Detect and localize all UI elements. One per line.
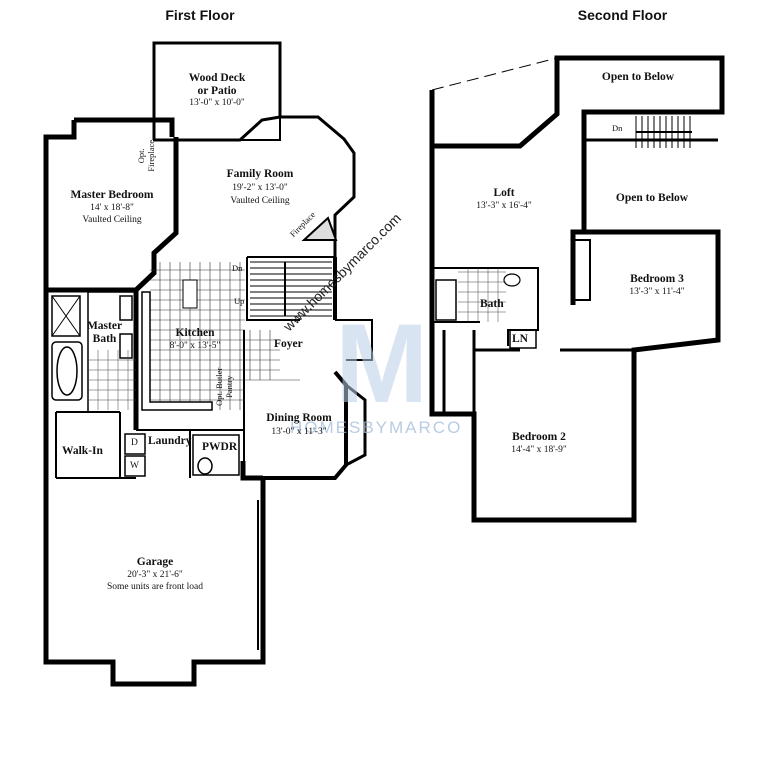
washer-label: W (130, 461, 139, 471)
bedroom2-walls (442, 330, 634, 414)
master-bath-label: Master Bath (82, 320, 127, 346)
first-floor-stairs (250, 261, 332, 317)
stairs-dn-first: Dn (232, 263, 243, 273)
wood-deck-label: Wood Deck or Patio (162, 72, 272, 98)
master-bath-fixtures (51, 291, 136, 412)
foyer-name: Foyer (274, 338, 303, 350)
second-bath-name: Bath (480, 298, 504, 310)
cooktop (182, 279, 198, 309)
family-room-name: Family Room (226, 168, 294, 180)
wood-deck-name-2: or Patio (197, 85, 237, 98)
garage-name: Garage (136, 556, 174, 568)
open-to-below-bottom (582, 112, 718, 232)
second-floor-plan (429, 55, 725, 523)
second-floor-title: Second Floor (577, 7, 668, 23)
wood-deck-name-1: Wood Deck (188, 72, 246, 84)
laundry-name: Laundry (148, 435, 192, 447)
dining-room-name: Dining Room (266, 412, 332, 424)
dining-room-dims: 13'-0" x 11'-3" (271, 427, 327, 437)
loft-name: Loft (493, 187, 515, 199)
kitchen-counters (141, 291, 213, 411)
open-to-below-top-line (431, 57, 558, 91)
open-to-below-mid: Open to Below (615, 192, 689, 204)
stairs-dn-second: Dn (612, 123, 623, 133)
walk-in-name: Walk-In (62, 445, 103, 457)
garage-dims: 20'-3" x 21'-6" (127, 570, 183, 580)
master-bath-name-2: Bath (92, 333, 117, 346)
butler-pantry-label: Opt. Butler Pantry (214, 362, 235, 412)
bedroom3-closet (573, 239, 591, 301)
master-bedroom-note: Vaulted Ceiling (82, 215, 142, 225)
bedroom2-name: Bedroom 2 (512, 431, 566, 443)
kitchen-name: Kitchen (175, 327, 215, 339)
master-bath-tiles (88, 350, 136, 410)
first-floor-title: First Floor (165, 7, 235, 23)
second-floor-bath (432, 267, 539, 349)
family-room-note: Vaulted Ceiling (230, 196, 290, 206)
watermark-logo: M (335, 301, 429, 426)
dining-bay (345, 383, 367, 467)
wood-deck-dims: 13'-0" x 10'-0" (189, 98, 245, 108)
watermark-brand: HOMESBYMARCO (290, 418, 463, 437)
family-fireplace (301, 216, 338, 241)
butler-pantry-line-2: Pantry (224, 375, 234, 398)
front-entry (335, 319, 373, 361)
stairs-up-first: Up (234, 296, 245, 306)
opt-fireplace-line-2: Fireplace (146, 139, 156, 172)
dryer-label: D (131, 438, 138, 448)
linen-closet-label: LN (512, 333, 528, 345)
master-bath-name-1: Master (86, 320, 123, 332)
second-floor-stairs (635, 116, 692, 148)
first-floor-plan (43, 41, 373, 687)
bedroom2-dims: 14'-4" x 18'-9" (511, 445, 567, 455)
bedroom3-dims: 13'-3" x 11'-4" (629, 287, 685, 297)
master-bedroom-name: Master Bedroom (70, 189, 154, 201)
open-to-below-top: Open to Below (601, 71, 675, 83)
opt-fireplace-label: Opt. Fireplace (136, 131, 157, 181)
loft-dims: 13'-3" x 16'-4" (476, 201, 532, 211)
master-bedroom-dims: 14' x 18'-8" (90, 203, 134, 213)
kitchen-dims: 8'-0" x 13'-5" (169, 341, 221, 351)
garage-note: Some units are front load (106, 582, 204, 592)
deck-wall (153, 42, 281, 141)
laundry-fixtures (124, 433, 240, 477)
second-floor-bath-tiles (458, 268, 506, 322)
powder-room-name: PWDR (202, 441, 238, 453)
bedroom3-name: Bedroom 3 (630, 273, 684, 285)
family-room-dims: 19'-2" x 13'-0" (232, 183, 288, 193)
